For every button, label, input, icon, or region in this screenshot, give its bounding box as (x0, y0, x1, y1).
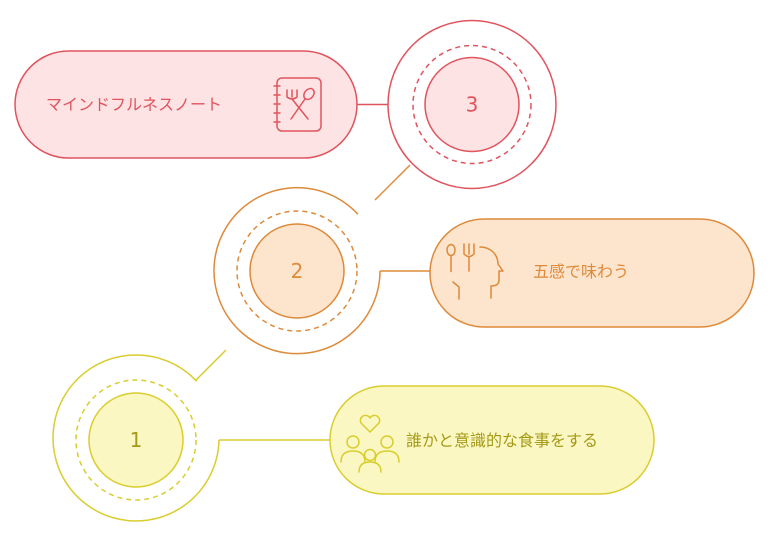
step-2-pill (429, 218, 755, 328)
step-3: 3 マインドフルネスノート (14, 19, 557, 190)
step-2-label: 五感で味わう (533, 262, 629, 281)
step-1-ring-arc (52, 354, 220, 522)
step-1-dashed-ring (75, 379, 197, 501)
step-1: 1 誰かと意識的な食事をする (52, 354, 655, 522)
people-heart-icon (340, 414, 400, 473)
step-1-pill (329, 385, 655, 495)
notebook-food-icon (273, 77, 322, 132)
step-3-label: マインドフルネスノート (46, 95, 222, 114)
step-2-number: 2 (291, 259, 304, 283)
step-2-badge (249, 223, 345, 319)
senses-food-icon (446, 243, 504, 300)
connector-1-2 (195, 349, 227, 381)
step-2: 2 五感で味わう (213, 186, 755, 355)
step-1-label: 誰かと意識的な食事をする (406, 431, 598, 450)
step-3-badge (424, 56, 520, 153)
step-3-dashed-ring (412, 44, 532, 165)
connector-2-3 (374, 164, 411, 201)
step-1-badge (88, 392, 184, 488)
step-3-number: 3 (466, 93, 479, 117)
step-2-ring-arc (213, 186, 381, 355)
step-1-number: 1 (130, 428, 143, 452)
step-2-dashed-ring (236, 210, 358, 332)
